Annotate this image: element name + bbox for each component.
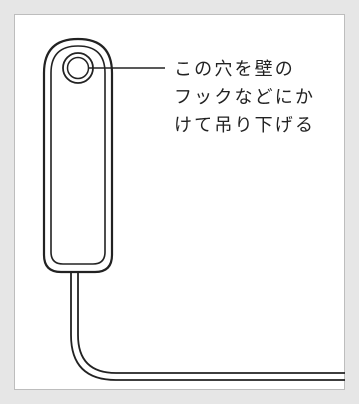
diagram-panel [14, 14, 345, 390]
cable-inner [77, 272, 345, 374]
caption-line-2: フックなどにか [174, 87, 316, 108]
hanging-hole-inner [66, 56, 90, 80]
hanging-instruction-text: この穴を壁の フックなどにか けて吊り下げる [174, 56, 315, 140]
caption-line-1: この穴を壁の [174, 59, 295, 80]
caption-line-3: けて吊り下げる [174, 115, 316, 136]
device-outer-outline [42, 37, 114, 274]
device-inner-outline [50, 45, 106, 265]
cable-outer [70, 272, 345, 381]
